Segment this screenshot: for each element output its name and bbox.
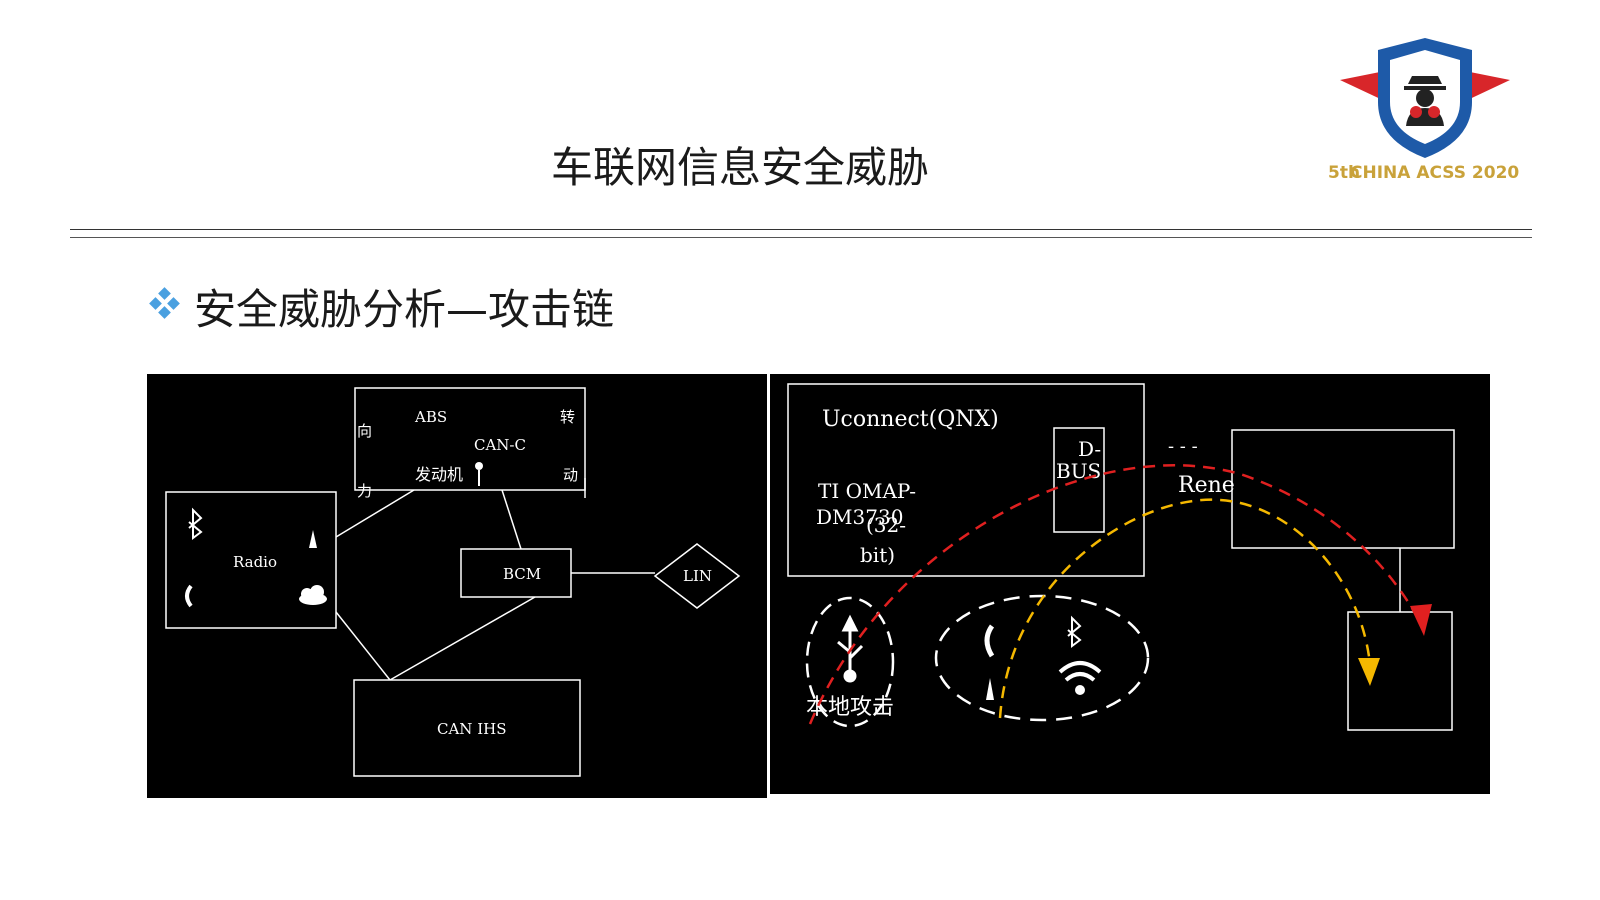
red-arrowhead: [1410, 604, 1432, 636]
wrench-icon: [475, 462, 483, 486]
header-rule-secondary: [70, 237, 1532, 238]
yellow-arrowhead: [1358, 658, 1380, 686]
china-acss-logo: 5th CHINA ACSS 2020: [1288, 30, 1566, 208]
rene-box: [1231, 429, 1455, 549]
can-ihs-box: [353, 679, 581, 777]
radio-box: [165, 491, 337, 629]
phone-icon: [984, 624, 995, 658]
dbus-line1: D-: [1078, 437, 1101, 461]
can-c-box: [354, 387, 586, 491]
zhuan-label: 转: [560, 408, 575, 426]
diamond-bullet-icon: [148, 282, 182, 331]
ti-line4: bit): [860, 543, 895, 567]
slide-title: 车联网信息安全威胁: [550, 143, 929, 192]
red-attack-path: [808, 464, 1424, 725]
logo-text: CHINA ACSS 2020: [1350, 163, 1519, 183]
lin-label: LIN: [683, 567, 712, 585]
left-diagram: ABS CAN-C 发动机 向 力 转 动 Radio BCM LIN: [147, 374, 767, 798]
antenna-icon: [309, 530, 317, 548]
dbus-box: [1053, 427, 1105, 533]
logo-edition: 5th: [1328, 163, 1360, 183]
remote-attack-zone: [934, 594, 1150, 722]
cloud-icon: [299, 585, 327, 605]
bluetooth-icon: [1067, 615, 1082, 648]
antenna-icon: [986, 678, 994, 700]
uconnect-label: Uconnect(QNX): [822, 407, 999, 432]
uconnect-box: [787, 383, 1145, 577]
rene-label: Rene: [1178, 473, 1235, 498]
yellow-attack-path: [998, 498, 1372, 719]
local-attack-zone: [805, 596, 895, 728]
dashes-label: - - -: [1168, 436, 1198, 457]
ti-line3: (32-: [866, 513, 906, 537]
can-c-label: CAN-C: [474, 436, 526, 454]
dbus-line2: BUS: [1056, 459, 1101, 483]
section-heading: 安全威胁分析—攻击链: [148, 276, 614, 337]
bcm-label: BCM: [503, 565, 541, 583]
section-heading-text: 安全威胁分析—攻击链: [194, 285, 615, 334]
li-label: 力: [357, 482, 372, 500]
local-attack-label: 本地攻击: [806, 695, 894, 720]
can-ihs-label: CAN IHS: [437, 720, 507, 738]
right-diagram: Uconnect(QNX) TI OMAP- DM3730 (32- bit) …: [770, 374, 1490, 794]
xiang-label: 向: [357, 422, 372, 440]
radio-label: Radio: [233, 553, 277, 571]
bluetooth-icon: [188, 507, 203, 540]
abs-label: ABS: [414, 408, 447, 426]
dong-label: 动: [563, 466, 578, 484]
wifi-icon: [1058, 661, 1102, 695]
phone-icon: [185, 584, 193, 608]
lin-diamond: [653, 543, 741, 609]
header-rule: [70, 229, 1532, 230]
target-ecu-box: [1347, 611, 1453, 731]
ti-line2: DM3730: [816, 505, 903, 529]
ti-line1: TI OMAP-: [818, 479, 916, 503]
engine-label: 发动机: [415, 465, 463, 484]
